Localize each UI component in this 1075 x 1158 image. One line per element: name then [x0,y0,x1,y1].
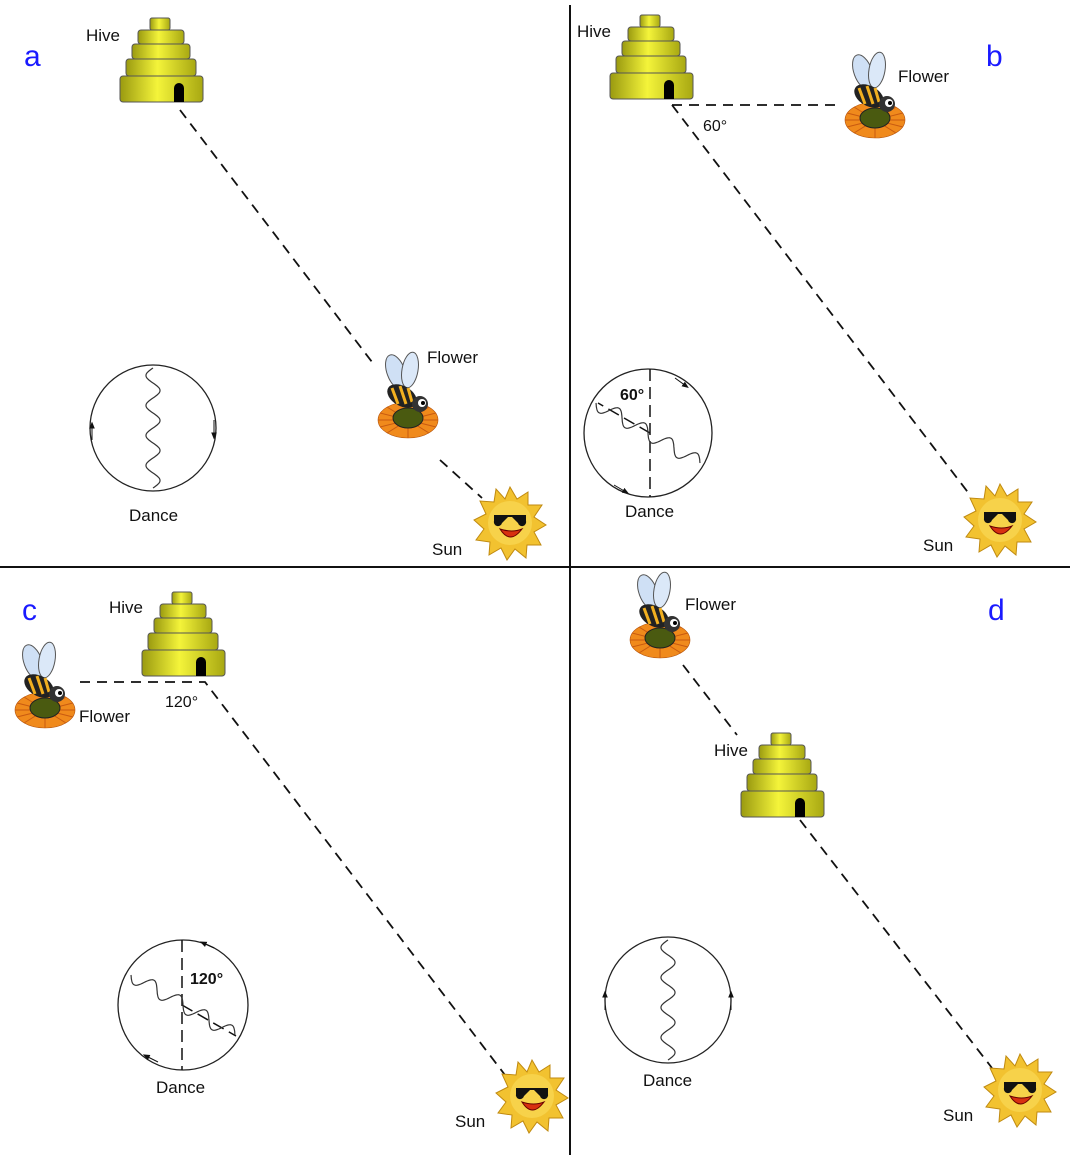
flower-label: Flower [427,348,478,367]
flower-label: Flower [685,595,736,614]
sun-label: Sun [432,540,462,559]
sun-label: Sun [923,536,953,555]
dance-label: Dance [129,506,178,525]
panel-letter: a [24,40,41,73]
hive-icon [141,591,226,677]
dance-angle-label: 60° [620,387,644,404]
bee-on-flower-icon [843,49,907,140]
sun-icon [963,483,1037,558]
bee-on-flower-icon [628,569,692,660]
panel-a: a Hive Flower Sun Dance [24,17,547,561]
waggle-run [145,367,161,489]
hive-label: Hive [714,741,748,760]
hive-icon [609,14,694,100]
waggle-run [660,939,676,1061]
dance-label: Dance [643,1071,692,1090]
dance-label: Dance [156,1078,205,1097]
panel-letter: c [22,594,37,627]
flight-path [671,104,971,496]
waggle-run [130,974,236,1036]
flower-label: Flower [79,707,130,726]
waggle-run [595,402,701,464]
sun-icon [495,1059,569,1134]
sun-icon [983,1053,1057,1128]
flower-label: Flower [898,67,949,86]
hive-icon [740,732,825,818]
panel-letter: b [986,40,1003,73]
sun-label: Sun [455,1112,485,1131]
flight-path [682,664,993,1069]
angle-label: 60° [703,118,727,135]
panel-c: c Hive Flower 120° Sun 120° Dance [13,591,569,1134]
dance-circle [89,364,217,492]
hive-icon [119,17,204,103]
bee-on-flower-icon [13,639,77,730]
hive-label: Hive [577,22,611,41]
dance-circle: 60° [583,368,713,498]
dance-label: Dance [625,502,674,521]
panel-d: d Flower Hive Sun Dance [602,569,1057,1128]
flight-path [179,109,483,499]
sun-icon [473,486,547,561]
dance-circle [602,936,734,1064]
panel-letter: d [988,594,1005,627]
hive-label: Hive [86,26,120,45]
hive-label: Hive [109,598,143,617]
sun-label: Sun [943,1106,973,1125]
flight-path [80,681,506,1076]
dance-circle: 120° [117,939,249,1071]
angle-label: 120° [165,694,198,711]
panel-b: b Hive Flower 60° Sun 60° Dance [577,14,1037,558]
dance-angle-label: 120° [190,971,223,988]
